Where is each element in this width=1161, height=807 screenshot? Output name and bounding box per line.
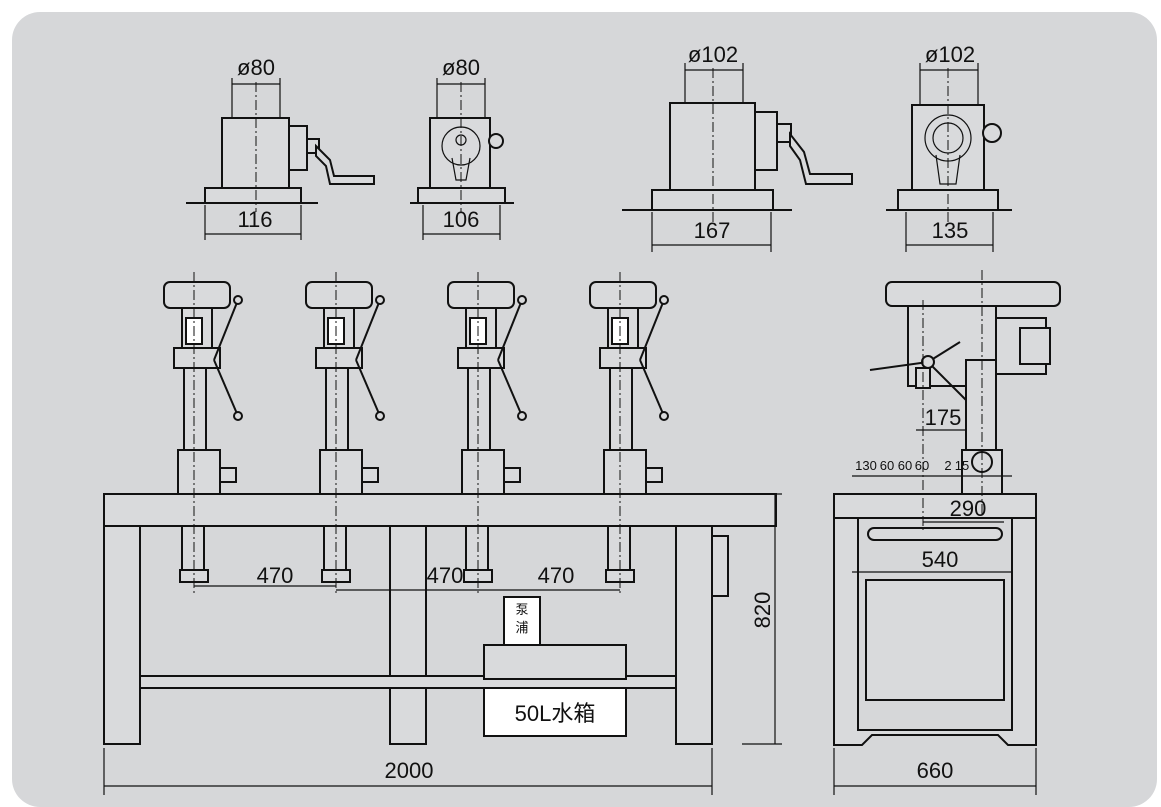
spacing-dim-2: 470: [427, 563, 464, 588]
drill-unit-1: [163, 272, 243, 596]
slot-spacing-label: 60: [880, 458, 894, 473]
slot-spacing-label: 2: [944, 458, 951, 473]
side-arm-dim: 175: [925, 405, 962, 430]
drill-unit-3: [447, 272, 527, 596]
spacing-dim-3: 470: [538, 563, 575, 588]
spacing-dim-1: 470: [257, 563, 294, 588]
top-view-2-diameter: ø80: [442, 55, 480, 80]
top-view-1-base: 116: [237, 207, 272, 232]
top-view-4-diameter: ø102: [925, 42, 975, 67]
pump-label-2: 浦: [515, 620, 528, 635]
drill-unit-2: [305, 272, 385, 596]
top-view-4-base: 135: [932, 218, 969, 243]
pump-label-1: 泵: [515, 602, 528, 617]
top-view-1-diameter: ø80: [237, 55, 275, 80]
side-view: [833, 270, 1061, 746]
slot-spacing-label: 130: [855, 458, 877, 473]
slot-spacing-label: 15: [955, 458, 969, 473]
table-height-dim: 820: [750, 592, 775, 629]
top-view-3-base: 167: [694, 218, 731, 243]
table-length-dim: 2000: [385, 758, 434, 783]
top-view-3: ø102 167: [622, 42, 853, 252]
top-view-2-base: 106: [443, 207, 480, 232]
side-column-dim: 290: [950, 496, 987, 521]
side-width-dim: 660: [917, 758, 954, 783]
top-view-1: ø80 116: [186, 55, 375, 240]
drill-unit-4: [589, 272, 669, 596]
drill-units: [163, 272, 669, 596]
water-tank-label: 50L水箱: [515, 701, 596, 726]
overall-dims: 2000 820: [103, 493, 782, 795]
slot-spacing-label: 60: [898, 458, 912, 473]
pump-and-tank: 泵 浦 50L水箱: [483, 596, 627, 737]
top-view-4: ø102 135: [886, 42, 1012, 252]
water-tank: [483, 687, 627, 737]
spindle-spacing-dims: 470 470 470: [194, 563, 620, 591]
top-view-3-diameter: ø102: [688, 42, 738, 67]
top-view-2: ø80 106: [410, 55, 514, 240]
side-table-dim: 540: [922, 547, 959, 572]
slot-spacing-label: 60: [915, 458, 929, 473]
